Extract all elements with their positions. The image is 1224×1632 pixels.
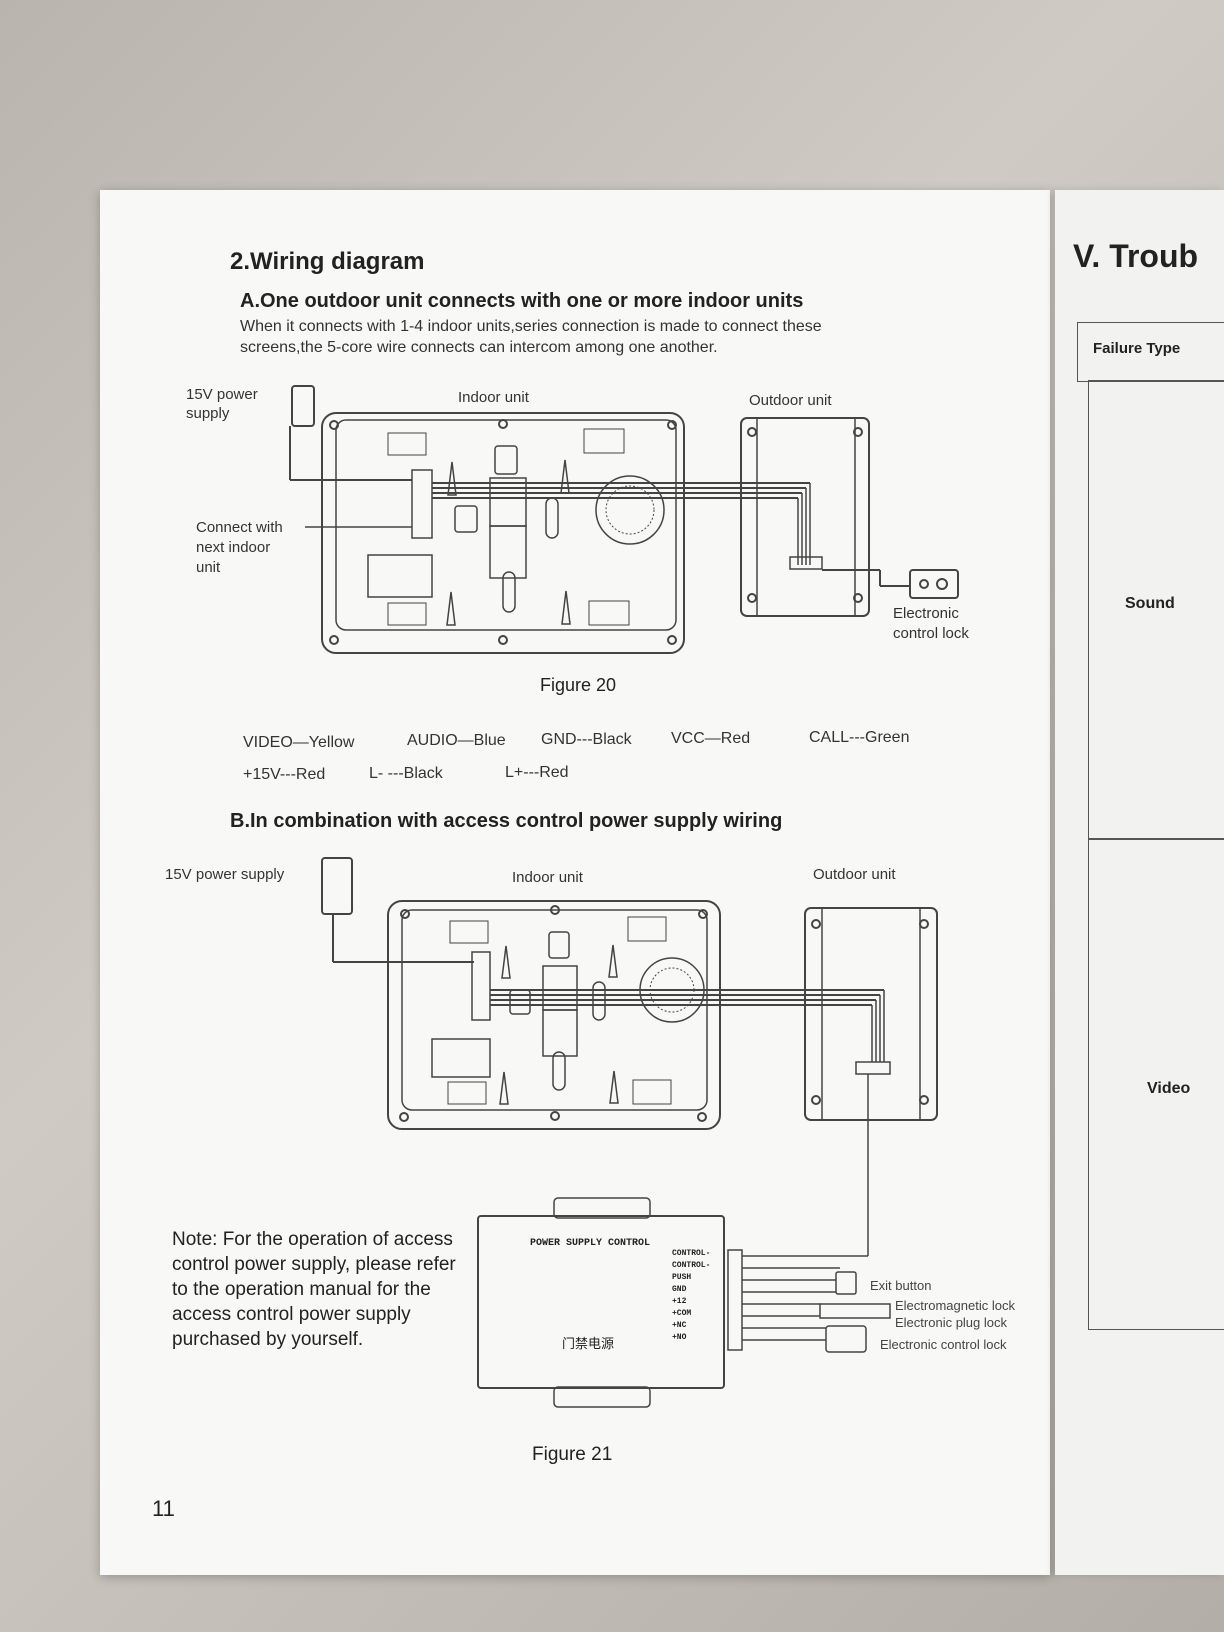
psu-terminal-label: +NO bbox=[672, 1333, 687, 1342]
section-title: 2.Wiring diagram bbox=[230, 248, 425, 275]
table-row bbox=[1088, 380, 1224, 840]
exit-button-icon bbox=[835, 1271, 857, 1295]
psu-title: POWER SUPPLY CONTROL bbox=[530, 1238, 651, 1249]
page-number: 11 bbox=[152, 1496, 175, 1521]
row-sound: Sound bbox=[1125, 595, 1175, 612]
power-adapter-icon-b bbox=[321, 857, 353, 915]
ctrl-lock-icon bbox=[825, 1325, 867, 1353]
note-text: Note: For the operation of access contro… bbox=[172, 1229, 456, 1350]
connect-next-label-1: Connect with bbox=[196, 519, 283, 536]
speaker-icon bbox=[595, 475, 665, 545]
ctrl-lock-label: Electronic control lock bbox=[880, 1337, 1007, 1352]
wire-video: VIDEO—Yellow bbox=[243, 734, 355, 751]
wire-call: CALL---Green bbox=[809, 729, 910, 746]
power-adapter-icon-a bbox=[291, 385, 315, 427]
plug-lock-label: Electronic plug lock bbox=[895, 1315, 1007, 1330]
table-row bbox=[1088, 838, 1224, 1330]
emag-lock-label: Electromagnetic lock bbox=[895, 1298, 1015, 1313]
wire-gnd: GND---Black bbox=[541, 731, 632, 748]
psu-terminal-label: +NC bbox=[672, 1321, 687, 1330]
manual-page-left bbox=[100, 190, 1050, 1575]
lock-icon-a bbox=[909, 569, 959, 599]
figure-20-caption: Figure 20 bbox=[540, 675, 617, 695]
part-a-desc-line2: screens,the 5-core wire connects can int… bbox=[240, 339, 718, 356]
indoor-unit-b bbox=[387, 900, 721, 1130]
power-supply-box bbox=[477, 1215, 725, 1389]
failure-type-header: Failure Type bbox=[1093, 340, 1181, 357]
manual-page-right: V. Troub Failure Type Sound Video bbox=[1055, 190, 1224, 1575]
wire-lplus: L+---Red bbox=[505, 764, 569, 781]
figure-21-caption: Figure 21 bbox=[532, 1444, 613, 1465]
lock-label-1: Electronic bbox=[893, 605, 959, 622]
indoor-unit-label-b: Indoor unit bbox=[512, 869, 583, 886]
part-b-heading: B.In combination with access control pow… bbox=[230, 810, 783, 832]
psu-terminal-label: +12 bbox=[672, 1297, 687, 1306]
vent-icon bbox=[387, 432, 427, 456]
wire-lminus: L- ---Black bbox=[369, 765, 443, 782]
psu-terminal-label: CONTROL- bbox=[672, 1261, 711, 1270]
wire-audio: AUDIO—Blue bbox=[407, 732, 506, 749]
wire-15v: +15V---Red bbox=[243, 766, 326, 783]
psu-terminal-label: +COM bbox=[672, 1309, 692, 1318]
power-supply-label-b: 15V power supply bbox=[165, 866, 285, 883]
outdoor-unit-a bbox=[740, 417, 870, 617]
right-page-title: V. Troub bbox=[1073, 238, 1199, 274]
indoor-unit-a bbox=[321, 412, 685, 654]
connect-next-label-2: next indoor bbox=[196, 539, 271, 556]
part-a-heading: A.One outdoor unit connects with one or … bbox=[240, 290, 804, 312]
outdoor-unit-label-a: Outdoor unit bbox=[749, 392, 832, 409]
lock-label-2: control lock bbox=[893, 625, 969, 642]
psu-terminal-label: CONTROL- bbox=[672, 1249, 711, 1258]
psu-terminal-label: PUSH bbox=[672, 1273, 692, 1282]
outdoor-unit-b bbox=[804, 907, 938, 1121]
connect-next-label-3: unit bbox=[196, 559, 221, 576]
row-video: Video bbox=[1147, 1080, 1191, 1097]
table-header-cell bbox=[1077, 322, 1224, 382]
power-supply-label-a1: 15V power bbox=[186, 386, 258, 403]
outdoor-unit-label-b: Outdoor unit bbox=[813, 866, 896, 883]
exit-button-label: Exit button bbox=[870, 1278, 932, 1293]
wire-vcc: VCC—Red bbox=[671, 730, 751, 747]
part-a-desc-line1: When it connects with 1-4 indoor units,s… bbox=[240, 318, 822, 335]
indoor-unit-label-a: Indoor unit bbox=[458, 389, 529, 406]
psu-terminal-label: GND bbox=[672, 1285, 687, 1294]
emag-lock-icon bbox=[819, 1303, 891, 1319]
power-supply-label-a2: supply bbox=[186, 405, 230, 422]
psu-cn-label: 门禁电源 bbox=[562, 1336, 615, 1351]
